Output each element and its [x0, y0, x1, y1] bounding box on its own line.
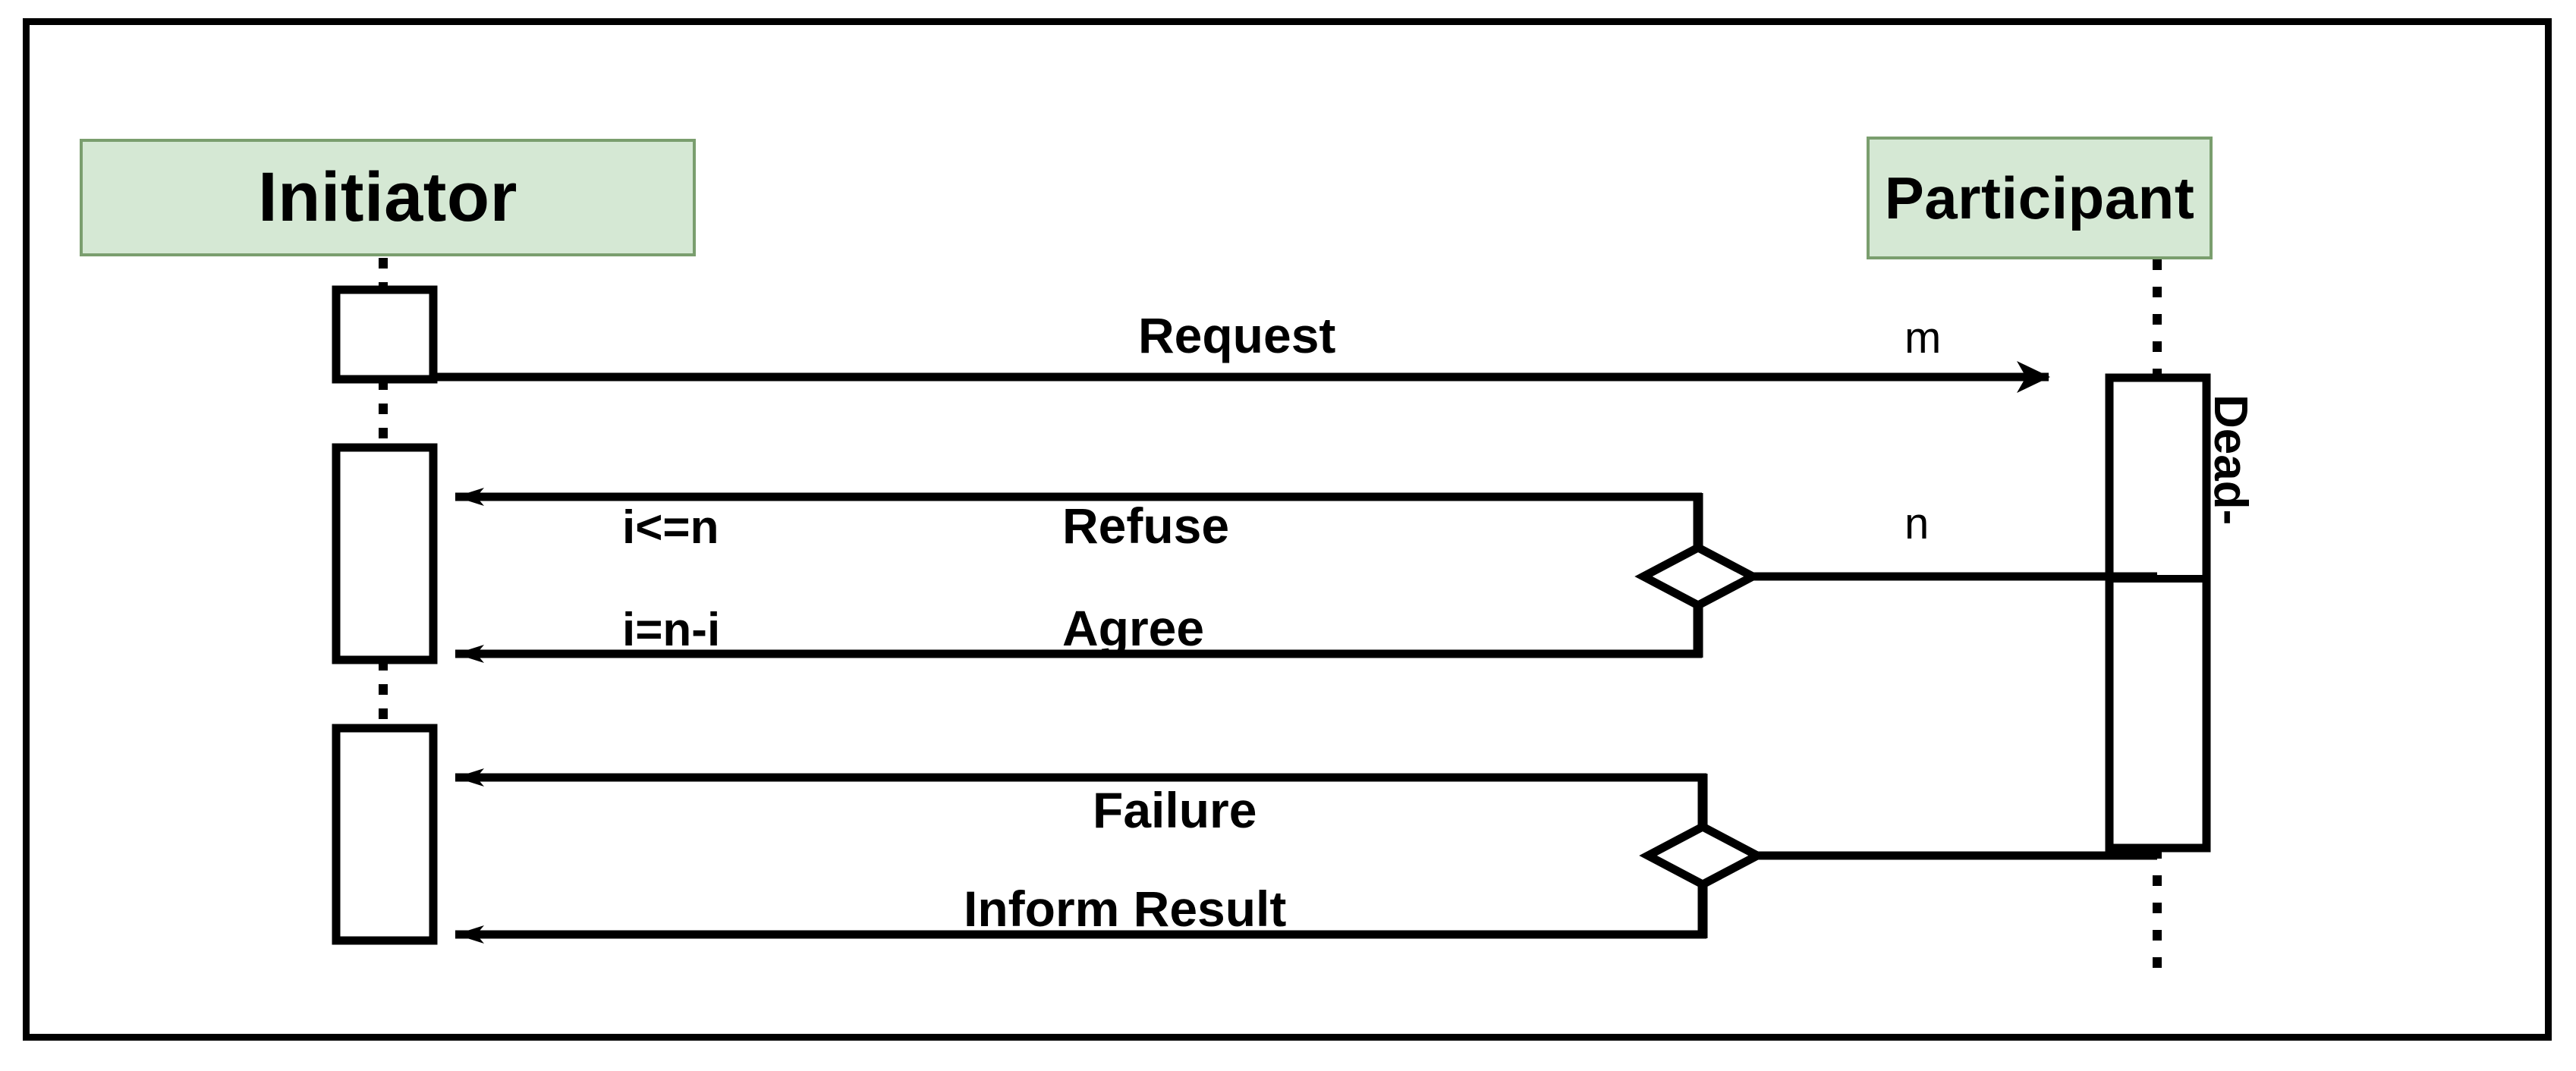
initiator-activation-2 [332, 443, 438, 664]
deadline-label: Dead- [2204, 394, 2257, 526]
lifeline-header-initiator-label: Initiator [258, 159, 517, 236]
multiplicity-label-n: n [1904, 499, 1930, 548]
initiator-activation-3 [332, 724, 438, 945]
message-label-agree: Agree [1062, 600, 1205, 656]
junction-top-diamond [1634, 542, 1762, 611]
message-label-failure: Failure [1093, 782, 1257, 838]
refuse-agree-bracket [455, 488, 2157, 663]
guard-label-refuse: i<=n [622, 501, 719, 554]
initiator-activation-1 [332, 285, 438, 384]
multiplicity-label-m: m [1904, 313, 1942, 363]
failure-inform-bracket [455, 768, 2157, 944]
message-label-request: Request [1138, 307, 1336, 363]
guard-label-agree: i=n-i [622, 604, 721, 656]
participant-activation [2105, 373, 2211, 853]
message-label-refuse: Refuse [1062, 498, 1230, 554]
junction-bottom-diamond [1639, 821, 1766, 890]
lifeline-header-participant[interactable]: Participant [1867, 137, 2213, 259]
lifeline-header-participant-label: Participant [1884, 164, 2195, 231]
message-label-inform-result: Inform Result [964, 881, 1287, 937]
lifeline-header-initiator[interactable]: Initiator [80, 139, 696, 256]
